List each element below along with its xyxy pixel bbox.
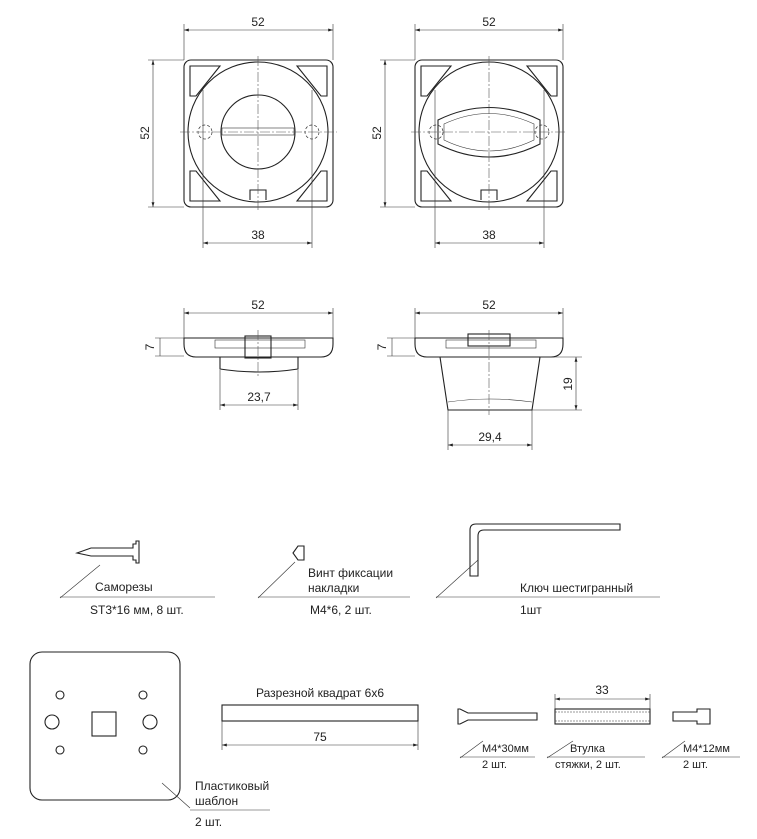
dim-width: 52 [251, 298, 265, 312]
dim-width: 52 [251, 15, 265, 29]
label-template-1: Пластиковый [195, 779, 269, 793]
dim-cone-width: 29,4 [478, 430, 502, 444]
dim-cone-height: 19 [561, 377, 575, 391]
dim-height: 52 [370, 126, 384, 140]
qty-hex-key: 1шт [520, 603, 542, 617]
dim-thickness: 7 [143, 343, 157, 350]
front-view-thumbturn: 52 52 38 [138, 15, 337, 248]
side-view-indicator: 52 7 19 29,4 [375, 298, 582, 450]
part-set-screw: Винт фиксации накладки M4*6, 2 шт. [257, 545, 410, 617]
part-template: Пластиковый шаблон 2 шт. [29, 651, 270, 829]
part-square-bar: Разрезной квадрат 6x6 75 [221, 686, 419, 750]
label-bolt12: M4*12мм [683, 743, 730, 755]
part-bolt30: M4*30мм 2 шт. [457, 708, 538, 771]
qty-screws: ST3*16 мм, 8 шт. [90, 603, 184, 617]
dim-hole-spacing: 38 [251, 228, 265, 242]
label-square-bar: Разрезной квадрат 6x6 [256, 686, 384, 700]
qty-bushing: стяжки, 2 шт. [555, 759, 621, 771]
dim-bushing-length: 33 [595, 683, 609, 697]
label-screws: Саморезы [95, 580, 153, 594]
label-set-screw-1: Винт фиксации [308, 566, 393, 580]
label-hex-key: Ключ шестигранный [520, 581, 633, 595]
qty-set-screw: M4*6, 2 шт. [310, 603, 372, 617]
dim-width: 52 [482, 15, 496, 29]
front-view-indicator: 52 52 38 [370, 15, 567, 248]
dim-bar-length: 75 [313, 730, 327, 744]
dim-thickness: 7 [375, 343, 389, 350]
part-screws: Саморезы ST3*16 мм, 8 шт. [59, 540, 215, 617]
label-bushing: Втулка [570, 743, 606, 755]
qty-bolt12: 2 шт. [683, 759, 708, 771]
part-hex-key: Ключ шестигранный 1шт [435, 523, 660, 617]
dim-knob-width: 23,7 [247, 390, 271, 404]
side-view-thumbturn: 52 7 23,7 [143, 298, 334, 410]
dim-height: 52 [138, 126, 152, 140]
label-set-screw-2: накладки [308, 581, 359, 595]
qty-template: 2 шт. [195, 815, 222, 829]
part-bushing: 33 Втулка стяжки, 2 шт. [546, 683, 651, 771]
part-bolt12: M4*12мм 2 шт. [661, 708, 740, 771]
qty-bolt30: 2 шт. [482, 759, 507, 771]
dim-width: 52 [482, 298, 496, 312]
label-template-2: шаблон [195, 794, 238, 808]
dim-hole-spacing: 38 [482, 228, 496, 242]
label-bolt30: M4*30мм [482, 743, 529, 755]
